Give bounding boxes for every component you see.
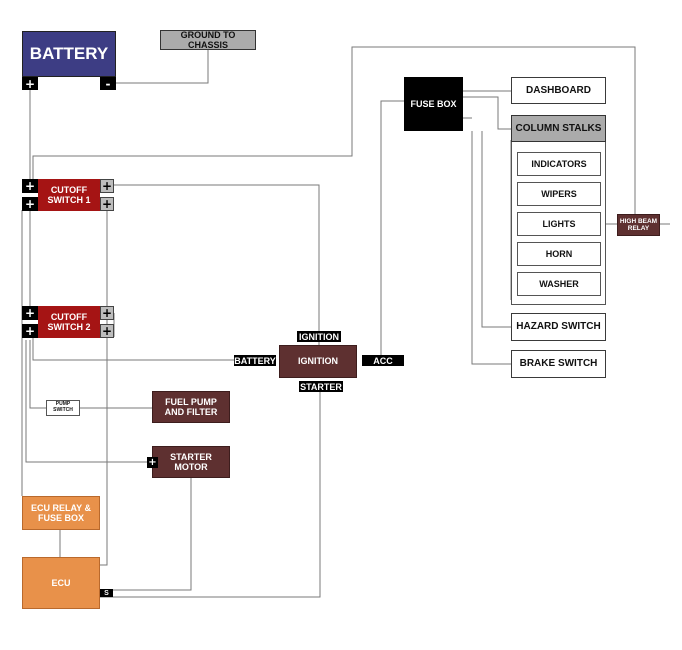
cutoff-switch-2: CUTOFF SWITCH 2 bbox=[38, 306, 100, 338]
starter-motor-plus-terminal: + bbox=[147, 457, 158, 468]
cutoff1-plus-terminal-top-left: + bbox=[22, 179, 38, 193]
stalk-lights: LIGHTS bbox=[517, 212, 601, 236]
battery-minus-terminal: - bbox=[100, 77, 116, 91]
ecu-box: ECU bbox=[22, 557, 100, 609]
cutoff2-plus-terminal-bottom-right: + bbox=[100, 324, 114, 338]
stalk-washer: WASHER bbox=[517, 272, 601, 296]
battery-plus-terminal: + bbox=[22, 77, 38, 91]
ecu-relay-box: ECU RELAY & FUSE BOX bbox=[22, 496, 100, 530]
wire-fuse-to-stalks bbox=[463, 96, 511, 130]
starter-motor-box: STARTER MOTOR bbox=[152, 446, 230, 478]
wire-pump-switch bbox=[29, 340, 46, 409]
wire-main-loop bbox=[32, 46, 636, 215]
brake-switch-box: BRAKE SWITCH bbox=[511, 350, 606, 378]
hazard-switch-box: HAZARD SWITCH bbox=[511, 313, 606, 341]
pump-switch-box: PUMP SWITCH bbox=[46, 400, 80, 416]
cutoff2-plus-terminal-bottom-left: + bbox=[22, 324, 38, 338]
wire-starter-motor-to-s bbox=[113, 478, 192, 591]
cutoff2-plus-terminal-top-right: + bbox=[100, 306, 114, 320]
dashboard-box: DASHBOARD bbox=[511, 77, 606, 104]
ignition-tag-top: IGNITION bbox=[297, 331, 341, 342]
ignition-tag-acc: ACC bbox=[362, 355, 404, 366]
wire-starter-to-ecu bbox=[100, 392, 321, 598]
ignition-tag-battery: BATTERY bbox=[234, 355, 276, 366]
ignition-tag-starter: STARTER bbox=[299, 381, 343, 392]
stalk-horn: HORN bbox=[517, 242, 601, 266]
wire-fuse-to-hazard bbox=[481, 131, 511, 328]
wire-cutoff1-to-ecu bbox=[100, 210, 108, 566]
column-stalks-header: COLUMN STALKS bbox=[511, 115, 606, 142]
fuse-box: FUSE BOX bbox=[404, 77, 463, 131]
wire-battery-ignition bbox=[32, 337, 235, 361]
stalk-wipers: WIPERS bbox=[517, 182, 601, 206]
ground-to-chassis-box: GROUND TO CHASSIS bbox=[160, 30, 256, 50]
cutoff1-plus-terminal-bottom-right: + bbox=[100, 197, 114, 211]
cutoff1-plus-terminal-bottom-left: + bbox=[22, 197, 38, 211]
ecu-s-terminal: S bbox=[100, 589, 113, 597]
battery-box: BATTERY bbox=[22, 31, 116, 77]
cutoff1-plus-terminal-top-right: + bbox=[100, 179, 114, 193]
cutoff2-plus-terminal-top-left: + bbox=[22, 306, 38, 320]
ignition-box: IGNITION bbox=[279, 345, 357, 378]
high-beam-relay: HIGH BEAM RELAY bbox=[617, 214, 660, 236]
cutoff-switch-1: CUTOFF SWITCH 1 bbox=[38, 179, 100, 211]
stalk-indicators: INDICATORS bbox=[517, 152, 601, 176]
wire-ground bbox=[108, 50, 209, 84]
wire-fuse-to-brake bbox=[471, 131, 511, 365]
wire-cutoff1-to-ignition bbox=[114, 184, 320, 345]
fuel-pump-box: FUEL PUMP AND FILTER bbox=[152, 391, 230, 423]
wire-starter-feed bbox=[25, 340, 148, 463]
wire-acc-to-fuse bbox=[380, 100, 404, 360]
